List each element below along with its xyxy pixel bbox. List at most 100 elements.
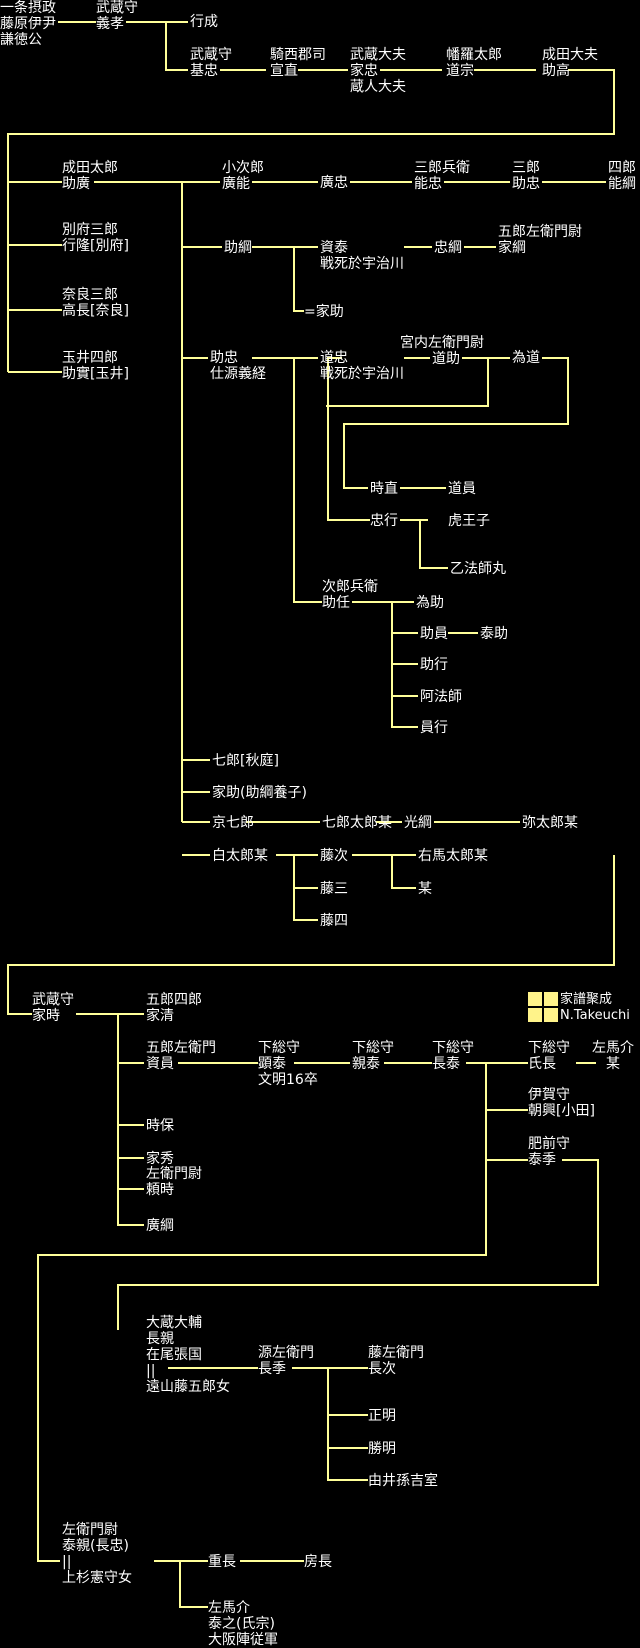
node-line: 京七郎	[212, 815, 254, 831]
person-node-hiroyoshi: 小次郎廣能	[222, 160, 264, 192]
node-line: 左馬介	[592, 1040, 634, 1056]
person-node-sukezane: 玉井四郎助實[玉井]	[62, 350, 129, 382]
person-node-sukekazu-2: 五郎左衛門資員	[146, 1040, 216, 1072]
node-line: 下総守	[352, 1040, 394, 1056]
person-node-umataro: 右馬太郎某	[418, 848, 488, 864]
person-node-yoshitada: 三郎兵衛能忠	[414, 160, 470, 192]
person-node-suketsuna: 助綱	[224, 240, 252, 256]
node-line: 親泰	[352, 1056, 380, 1072]
node-line: 泰助	[480, 626, 508, 642]
person-node-shichirotaro: 七郎太郎某	[322, 815, 392, 831]
node-line: 氏長	[528, 1056, 556, 1072]
person-node-mitsutsuna: 光綱	[404, 815, 432, 831]
person-node-akiyasu: 下総守顕泰文明16卒	[258, 1040, 318, 1088]
node-line: 行隆[別府]	[62, 238, 129, 254]
node-line: 家忠	[350, 63, 378, 79]
person-node-sukeyasu: 資泰戦死於宇治川	[320, 240, 404, 272]
node-line: 助任	[322, 595, 350, 611]
person-node-ietoki: 武蔵守家時	[32, 992, 74, 1024]
node-line: 乙法師丸	[450, 561, 506, 577]
person-node-nagayasu: 下総守長泰	[432, 1040, 474, 1072]
credit-author: N.Takeuchi	[560, 1008, 630, 1023]
node-line: 朝興[小田]	[528, 1103, 595, 1119]
node-line: 次郎兵衛	[322, 579, 378, 595]
node-line: ||	[62, 1554, 72, 1570]
person-node-nobunao: 騎西郡司宣直	[270, 47, 326, 79]
node-line: 泰之(氏宗)	[208, 1616, 275, 1632]
node-line: 長親	[146, 1331, 174, 1347]
person-node-michikazu: 道員	[448, 481, 476, 497]
node-line: 在尾張国	[146, 1347, 202, 1363]
credit-square-icon	[544, 1008, 558, 1022]
node-line: 助忠	[512, 176, 540, 192]
node-line: 武蔵大夫	[350, 47, 406, 63]
node-line: 頼時	[146, 1182, 174, 1198]
person-node-tomooki: 伊賀守朝興[小田]	[528, 1087, 595, 1119]
node-line: 下総守	[528, 1040, 570, 1056]
node-line: 白太郎某	[212, 848, 268, 864]
credit-square-icon	[544, 992, 558, 1006]
node-line: 藤原伊尹	[0, 16, 56, 32]
node-line: 一条摂政	[0, 0, 56, 16]
person-node-sukeyuki: 助行	[420, 657, 448, 673]
node-line: 員行	[420, 720, 448, 736]
node-line: 助忠	[210, 350, 238, 366]
person-node-yasuyuki: 左馬介泰之(氏宗)大阪陣従軍	[208, 1600, 278, 1648]
person-node-nagachika: 大蔵大輔長親在尾張国||遠山藤五郎女	[146, 1315, 230, 1395]
node-line: 忠綱	[434, 240, 462, 256]
person-node-yoshitsuna: 四郎能綱	[608, 160, 636, 192]
node-line: 上杉憲守女	[62, 1570, 132, 1586]
person-node-tamesuke: 為助	[416, 595, 444, 611]
node-line: 廣能	[222, 176, 250, 192]
person-node-yasusue: 肥前守泰季	[528, 1136, 570, 1168]
node-line: 基忠	[190, 63, 218, 79]
person-node-koremasa: 一条摂政藤原伊尹謙徳公	[0, 0, 56, 48]
node-line: 顕泰	[258, 1056, 286, 1072]
person-node-shirotaro: 白太郎某	[212, 848, 268, 864]
person-node-sukekazu: 助員	[420, 626, 448, 642]
node-line: 幡羅太郎	[446, 47, 502, 63]
node-line: 三郎兵衛	[414, 160, 470, 176]
person-node-iesuke: 家助(助綱養子)	[212, 785, 307, 801]
node-line: ||	[146, 1363, 156, 1379]
node-line: 弥太郎某	[522, 815, 578, 831]
node-line: 伊賀守	[528, 1087, 570, 1103]
node-line: 宣直	[270, 63, 298, 79]
node-line: 廣綱	[146, 1218, 174, 1234]
node-line: 阿法師	[420, 689, 462, 705]
person-node-iekiyo: 五郎四郎家清	[146, 992, 202, 1024]
credit-square-icon	[528, 992, 542, 1006]
node-line: 藤左衛門	[368, 1345, 424, 1361]
person-node-shigenaga: 重長	[208, 1554, 236, 1570]
node-line: 家清	[146, 1008, 174, 1024]
person-node-ietsuna: 五郎左衛門尉家綱	[498, 224, 582, 256]
person-node-sukehiro: 成田太郎助廣	[62, 160, 118, 192]
person-node-shichiro: 七郎[秋庭]	[212, 753, 279, 769]
person-node-yukitaka: 別府三郎行隆[別府]	[62, 222, 129, 254]
node-line: 泰季	[528, 1152, 556, 1168]
node-line: 玉井四郎	[62, 350, 118, 366]
node-line: 助高	[542, 63, 570, 79]
person-node-hirotsuna: 廣綱	[146, 1218, 174, 1234]
node-line: 戦死於宇治川	[320, 256, 404, 272]
node-line: 房長	[304, 1554, 332, 1570]
person-node-nagasue: 源左衛門長季	[258, 1345, 314, 1377]
person-node-yataro: 弥太郎某	[522, 815, 578, 831]
person-node-toshi: 藤四	[320, 913, 348, 929]
node-line: 仕源義経	[210, 366, 266, 382]
person-node-yukinari: 行成	[190, 14, 218, 30]
node-line: 助行	[420, 657, 448, 673]
node-line: 助綱	[224, 240, 252, 256]
person-node-fusanaga: 房長	[304, 1554, 332, 1570]
person-node-otohoshimaru: 乙法師丸	[450, 561, 506, 577]
node-line: 左馬介	[208, 1600, 250, 1616]
node-line: 藤次	[320, 848, 348, 864]
node-line: 五郎左衛門	[146, 1040, 216, 1056]
node-line: 長季	[258, 1361, 286, 1377]
node-line: 泰親(長忠)	[62, 1538, 129, 1554]
node-line: 謙徳公	[0, 32, 42, 48]
person-node-iesuke-adopted: =家助	[304, 304, 344, 320]
person-node-tadatsuna: 忠綱	[434, 240, 462, 256]
